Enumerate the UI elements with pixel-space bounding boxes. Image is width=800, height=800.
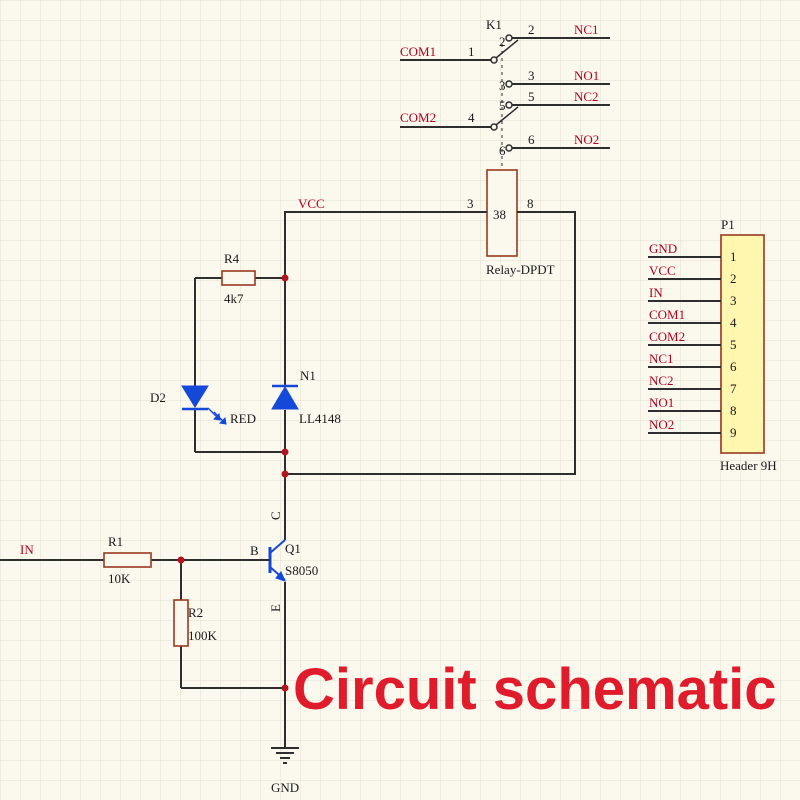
header-pin-number: 3 — [730, 293, 737, 308]
relay-pin-1: 1 — [468, 44, 475, 59]
relay-pin-5: 5 — [528, 89, 535, 104]
relay-pin-2: 2 — [528, 22, 535, 37]
header-pin-number: 6 — [730, 359, 737, 374]
r1-value: 10K — [108, 571, 131, 586]
header-pin-number: 2 — [730, 271, 737, 286]
r4-ref: R4 — [224, 251, 240, 266]
caption-title: Circuit schematic — [293, 657, 777, 722]
net-label-in: IN — [20, 542, 34, 557]
svg-text:2: 2 — [499, 34, 506, 49]
d2-ref: D2 — [150, 390, 166, 405]
resistor-r1: R1 10K — [103, 534, 152, 586]
r2-ref: R2 — [188, 605, 203, 620]
diode-n1: N1 LL4148 — [271, 368, 341, 426]
svg-text:5: 5 — [499, 98, 506, 113]
relay-k1: K1 2 3 5 6 1 2 3 4 5 6 COM1 COM2 NC1 — [400, 17, 610, 277]
header-pin-number: 9 — [730, 425, 737, 440]
q1-base-label: B — [250, 543, 259, 558]
junctions — [177, 274, 289, 692]
header-pin-net: NC2 — [649, 373, 674, 388]
r1-ref: R1 — [108, 534, 123, 549]
relay-pin-8: 8 — [527, 196, 534, 211]
header-pin-number: 4 — [730, 315, 737, 330]
resistor-r4: R4 4k7 — [221, 251, 256, 306]
header-pin-net: NO1 — [649, 395, 674, 410]
r2-value: 100K — [188, 628, 218, 643]
net-label-com2: COM2 — [400, 110, 436, 125]
net-label-com1: COM1 — [400, 44, 436, 59]
header-name: Header 9H — [720, 458, 777, 473]
relay-pin-3: 3 — [528, 68, 535, 83]
header-pin-net: IN — [649, 285, 663, 300]
q1-ref: Q1 — [285, 541, 301, 556]
net-label-nc1: NC1 — [574, 22, 599, 37]
net-label-no1: NO1 — [574, 68, 599, 83]
net-label-no2: NO2 — [574, 132, 599, 147]
q1-emitter-label: E — [268, 604, 283, 612]
header-body — [720, 234, 765, 454]
header-pin-net: GND — [649, 241, 677, 256]
header-pin-net: COM2 — [649, 329, 685, 344]
ground-symbol: GND — [271, 747, 299, 795]
gnd-label: GND — [271, 780, 299, 795]
n1-ref: N1 — [300, 368, 316, 383]
net-label-nc2: NC2 — [574, 89, 599, 104]
header-pin-net: COM1 — [649, 307, 685, 322]
q1-collector-label: C — [268, 511, 283, 520]
relay-pin-4: 4 — [468, 110, 475, 125]
relay-ref: K1 — [486, 17, 502, 32]
led-d2: D2 RED — [150, 385, 256, 426]
relay-pin-6: 6 — [528, 132, 535, 147]
relay-name: Relay-DPDT — [486, 262, 555, 277]
wires — [0, 211, 576, 748]
svg-text:38: 38 — [493, 207, 506, 222]
header-pin-net: NO2 — [649, 417, 674, 432]
q1-value: S8050 — [285, 563, 318, 578]
header-pin-number: 8 — [730, 403, 737, 418]
header-pin-number: 5 — [730, 337, 737, 352]
net-label-vcc: VCC — [298, 196, 325, 211]
d2-value: RED — [230, 411, 256, 426]
header-pin-number: 7 — [730, 381, 737, 396]
r4-value: 4k7 — [224, 291, 244, 306]
relay-pin-3b: 3 — [467, 196, 474, 211]
svg-text:6: 6 — [499, 143, 506, 158]
transistor-q1: Q1 S8050 B C E — [250, 511, 318, 612]
n1-value: LL4148 — [299, 411, 341, 426]
svg-text:3: 3 — [499, 78, 506, 93]
header-ref: P1 — [721, 217, 735, 232]
header-pin-number: 1 — [730, 249, 737, 264]
resistor-r2: R2 100K — [173, 599, 218, 647]
header-pin-net: VCC — [649, 263, 676, 278]
header-pin-net: NC1 — [649, 351, 674, 366]
relay-coil — [486, 169, 518, 257]
